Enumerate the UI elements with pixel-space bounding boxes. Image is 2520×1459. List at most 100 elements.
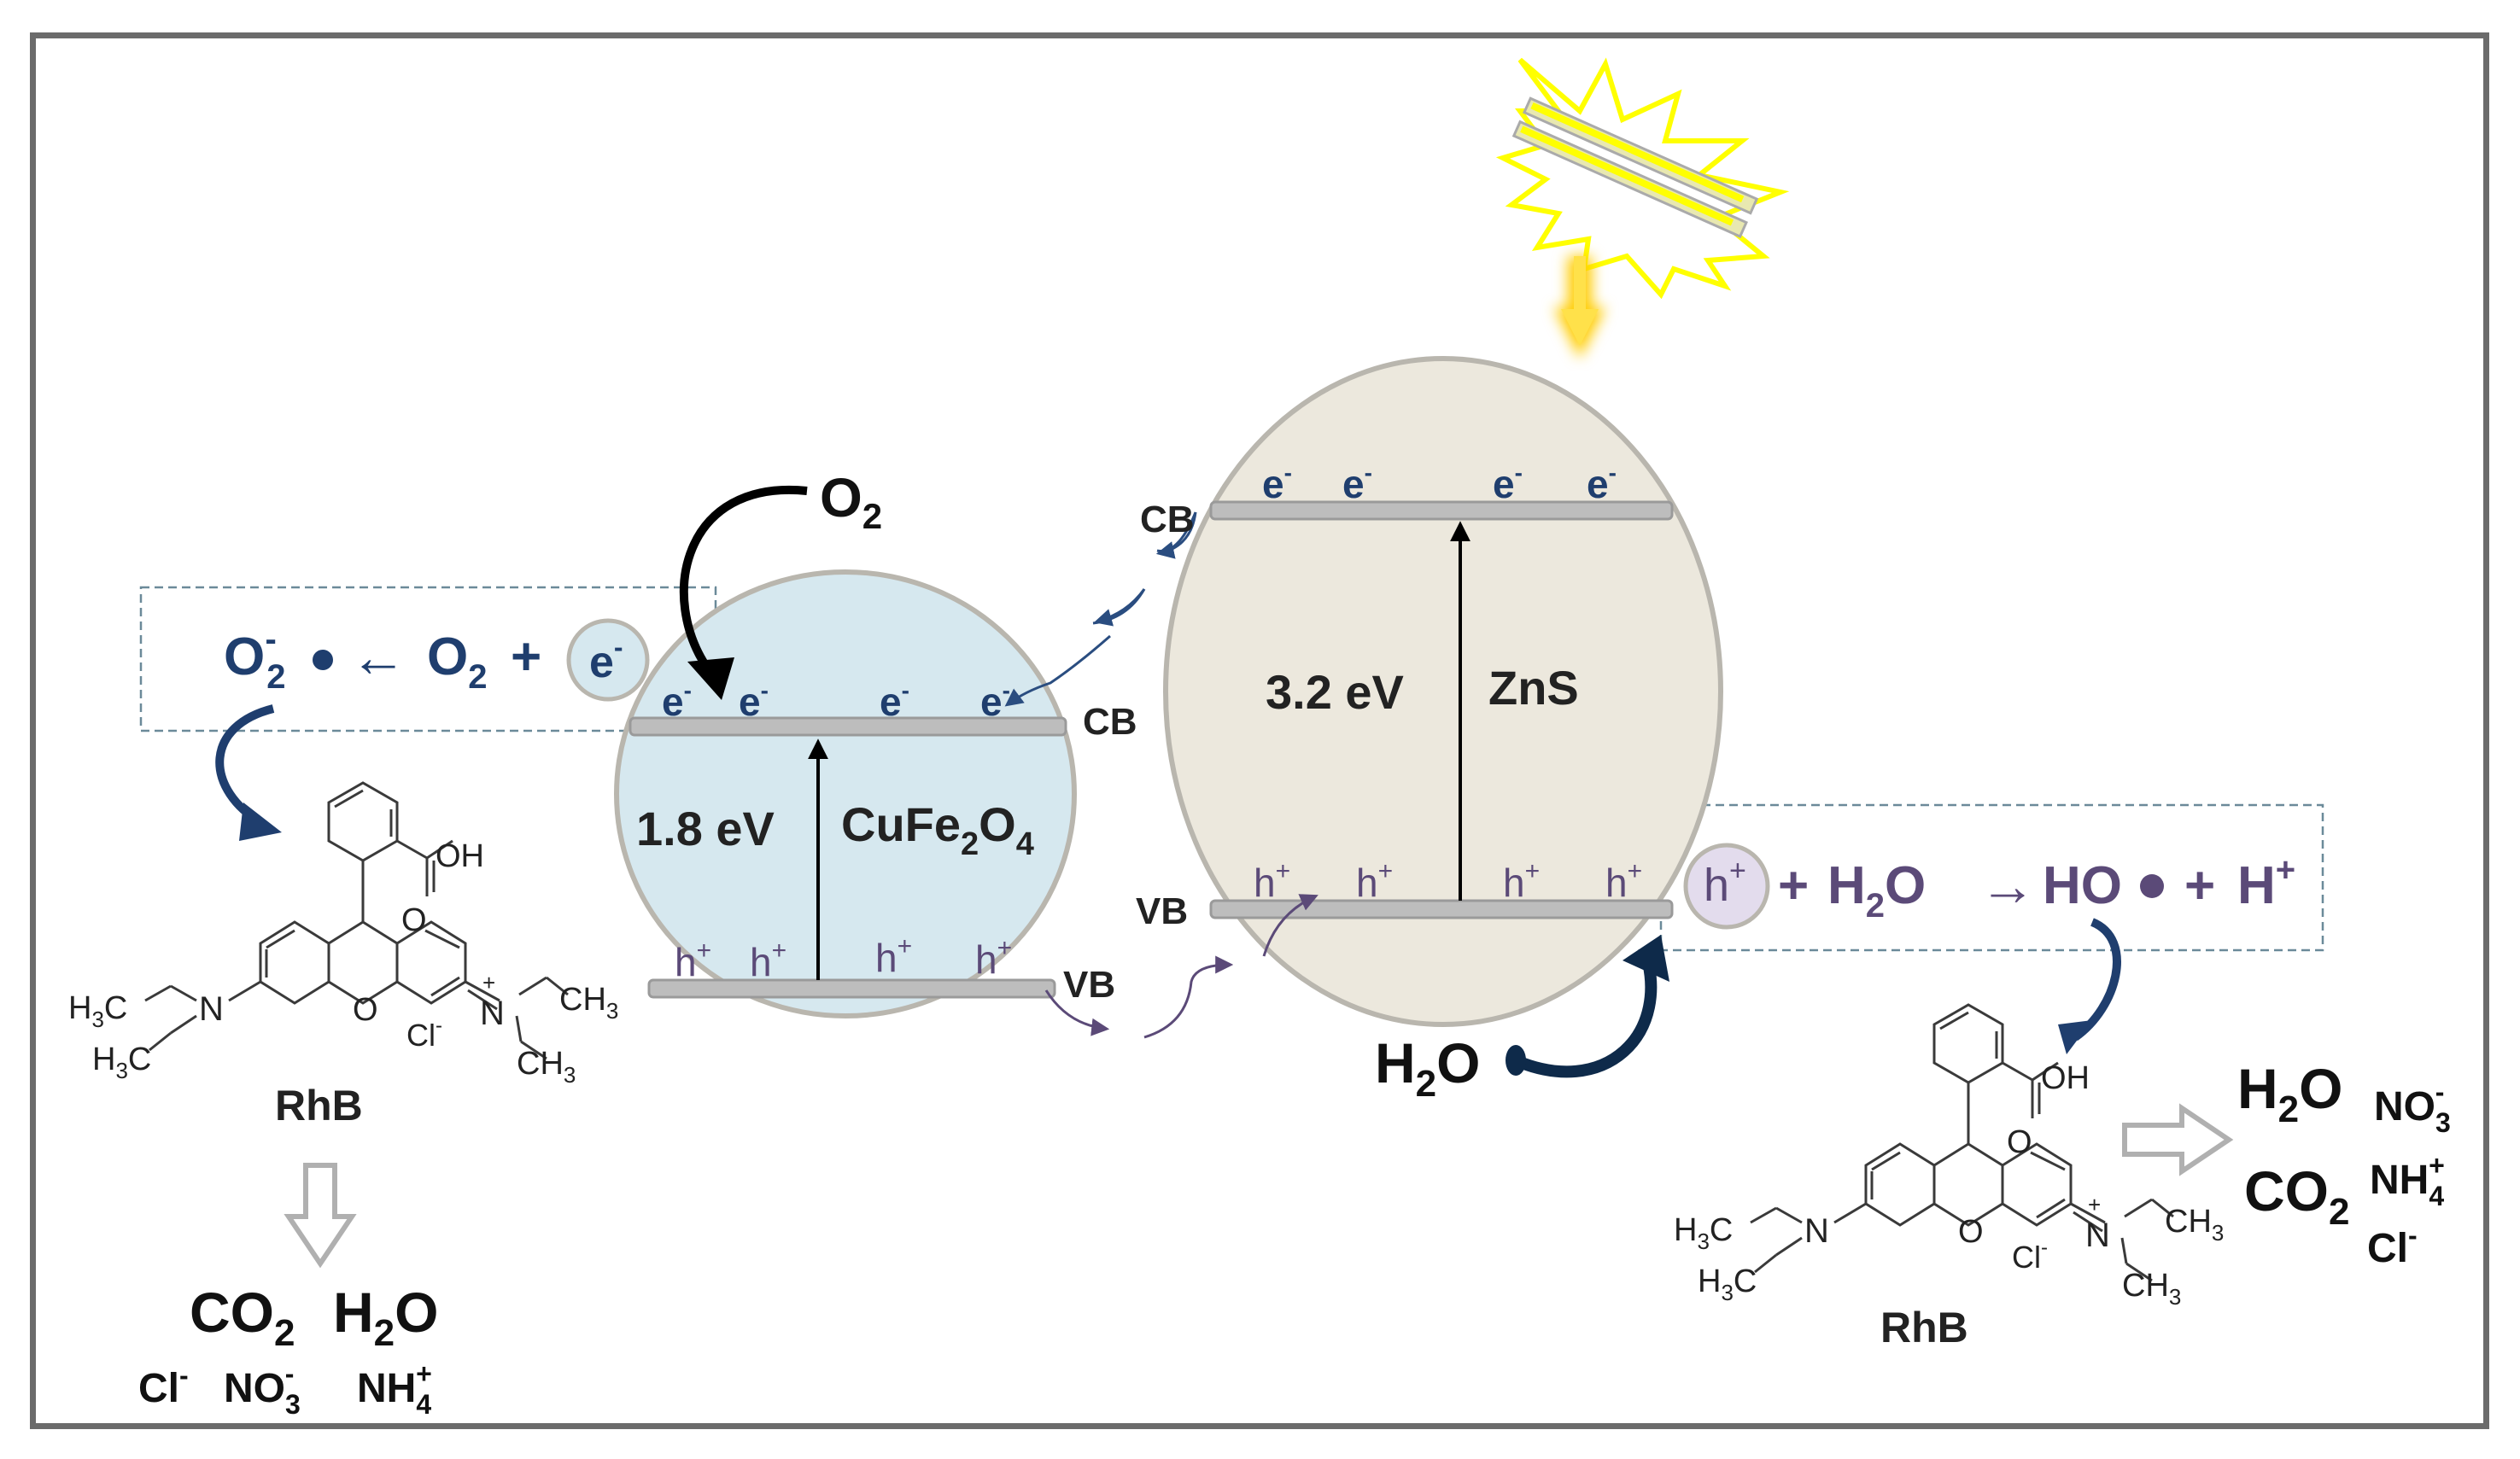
- zns-holes: h+ h+ h+ h+: [1254, 857, 1642, 905]
- products-right: H2O NO3- CO2 NH4+ Cl-: [2237, 1057, 2451, 1271]
- rhb-left-name: RhB: [275, 1082, 363, 1129]
- zns-electrons: e- e- e- e-: [1262, 459, 1617, 506]
- radical-dot-left: [313, 650, 333, 670]
- o2-label: O2: [820, 467, 882, 536]
- svg-text:h+: h+: [1605, 857, 1642, 905]
- electron-circle: [566, 618, 650, 702]
- superoxide-radical: O2-: [224, 621, 285, 696]
- cufe2o4-bandgap: 1.8 eV: [636, 802, 775, 855]
- oxygen-reactant: O2: [427, 627, 487, 696]
- cufe2o4-cb-bar: [629, 716, 1067, 737]
- zns-vb-bar: [1209, 899, 1674, 919]
- svg-text:OH: OH: [436, 838, 484, 874]
- zns-vb-label: VB: [1136, 890, 1188, 932]
- svg-text:CH3: CH3: [2165, 1204, 2224, 1246]
- o2-curved-arrow: [679, 485, 808, 700]
- svg-text:e-: e-: [1262, 459, 1292, 506]
- svg-text:h+: h+: [675, 937, 711, 984]
- svg-text:h+: h+: [750, 937, 786, 984]
- svg-text:+: +: [482, 970, 495, 995]
- cufe2o4-cb-label: CB: [1083, 701, 1137, 743]
- zns-cb-bar: [1209, 500, 1674, 521]
- hydroxyl-radical: HO: [2043, 856, 2122, 915]
- svg-text:+: +: [2088, 1192, 2101, 1217]
- cufe2o4-electrons: e- e- e- e-: [662, 677, 1010, 724]
- svg-text:NH4+: NH4+: [2370, 1150, 2445, 1211]
- svg-text:Cl-: Cl-: [2012, 1236, 2048, 1275]
- svg-text:O: O: [2007, 1124, 2032, 1160]
- svg-text:H3C: H3C: [1674, 1212, 1733, 1254]
- reduction-plus: +: [511, 627, 541, 686]
- svg-text:e-: e-: [739, 677, 769, 724]
- oxidation-arrow: →: [1979, 854, 2036, 917]
- light-ray-arrow-icon: [1554, 256, 1605, 359]
- oxidation-plus-1: +: [1778, 856, 1809, 915]
- oxidation-plus-2: +: [2184, 856, 2215, 915]
- hole-circle: [1683, 843, 1770, 930]
- svg-text:e-: e-: [1587, 459, 1617, 506]
- svg-text:H3C: H3C: [92, 1042, 151, 1083]
- products-left: CO2 H2O Cl- NO3- NH4+: [138, 1281, 439, 1420]
- svg-text:N: N: [1804, 1212, 1829, 1250]
- svg-text:CH3: CH3: [559, 982, 618, 1024]
- superoxide-to-rhb-arrow: [215, 704, 282, 841]
- svg-text:h+: h+: [1503, 857, 1540, 905]
- svg-text:e-: e-: [1342, 459, 1372, 506]
- svg-text:Cl-: Cl-: [406, 1014, 442, 1053]
- cufe2o4-particle: [614, 569, 1077, 1018]
- svg-text:CH3: CH3: [517, 1046, 576, 1088]
- hole-transfer-arrow: [1044, 989, 1110, 1036]
- svg-text:O: O: [353, 992, 378, 1028]
- svg-text:h+: h+: [1254, 857, 1290, 905]
- zns-bandgap: 3.2 eV: [1266, 665, 1404, 719]
- rhb-right-labels: OH O O N N + H3C H3C CH3 CH3 Cl- RhB: [1674, 1060, 2224, 1351]
- proton-product: H+: [2237, 851, 2295, 915]
- rhb-left-labels: OH O O N N + H3C H3C CH3 CH3 Cl- RhB: [68, 838, 618, 1129]
- svg-text:NH4+: NH4+: [357, 1358, 432, 1420]
- cufe2o4-vb-bar: [647, 978, 1056, 999]
- electron-in-circle: e-: [589, 632, 623, 687]
- svg-text:e-: e-: [1493, 459, 1523, 506]
- oxidation-dashed-box: [1659, 803, 2324, 952]
- svg-text:OH: OH: [2041, 1060, 2090, 1096]
- cufe2o4-name: CuFe2O4: [841, 797, 1034, 862]
- svg-text:CH3: CH3: [2122, 1268, 2181, 1310]
- cufe2o4-holes: h+ h+ h+ h+: [675, 932, 1012, 984]
- svg-text:H3C: H3C: [1698, 1263, 1757, 1305]
- water-reactant: H2O: [1827, 856, 1926, 925]
- svg-text:CO2: CO2: [190, 1281, 295, 1354]
- hydroxyl-to-rhb-arrow: [2058, 918, 2121, 1054]
- svg-text:N: N: [480, 995, 505, 1032]
- svg-text:Cl-: Cl-: [138, 1360, 189, 1411]
- hole-in-circle: h+: [1704, 855, 1746, 911]
- svg-text:CO2: CO2: [2244, 1159, 2349, 1233]
- svg-text:H2O: H2O: [2237, 1057, 2343, 1130]
- right-degradation-arrow: [2122, 1103, 2234, 1176]
- svg-text:O: O: [1958, 1214, 1984, 1250]
- zns-cb-label: CB: [1140, 499, 1195, 540]
- svg-text:e-: e-: [880, 677, 909, 724]
- svg-text:e-: e-: [662, 677, 692, 724]
- zns-name: ZnS: [1488, 661, 1579, 715]
- svg-text:NO3-: NO3-: [224, 1358, 301, 1420]
- light-source-icon: [1495, 57, 1790, 300]
- water-label: H2O: [1375, 1031, 1481, 1105]
- svg-text:O: O: [401, 902, 427, 938]
- svg-text:N: N: [199, 990, 224, 1028]
- left-degradation-arrow: [284, 1163, 357, 1269]
- svg-text:N: N: [2085, 1217, 2110, 1254]
- cufe2o4-vb-label: VB: [1063, 964, 1115, 1006]
- svg-text:h+: h+: [1356, 857, 1393, 905]
- svg-text:H2O: H2O: [333, 1281, 439, 1354]
- rhb-structure-left: [144, 781, 569, 1060]
- svg-text:h+: h+: [875, 932, 912, 980]
- h2o-curved-arrow: [1506, 935, 1669, 1078]
- radical-dot-right: [2140, 874, 2164, 898]
- rhb-structure-right: [1750, 1003, 2174, 1282]
- zns-particle: [1163, 356, 1723, 1027]
- reduction-arrow: ←: [350, 625, 406, 688]
- svg-text:H3C: H3C: [68, 990, 127, 1032]
- svg-text:e-: e-: [980, 677, 1010, 724]
- svg-text:NO3-: NO3-: [2374, 1077, 2451, 1138]
